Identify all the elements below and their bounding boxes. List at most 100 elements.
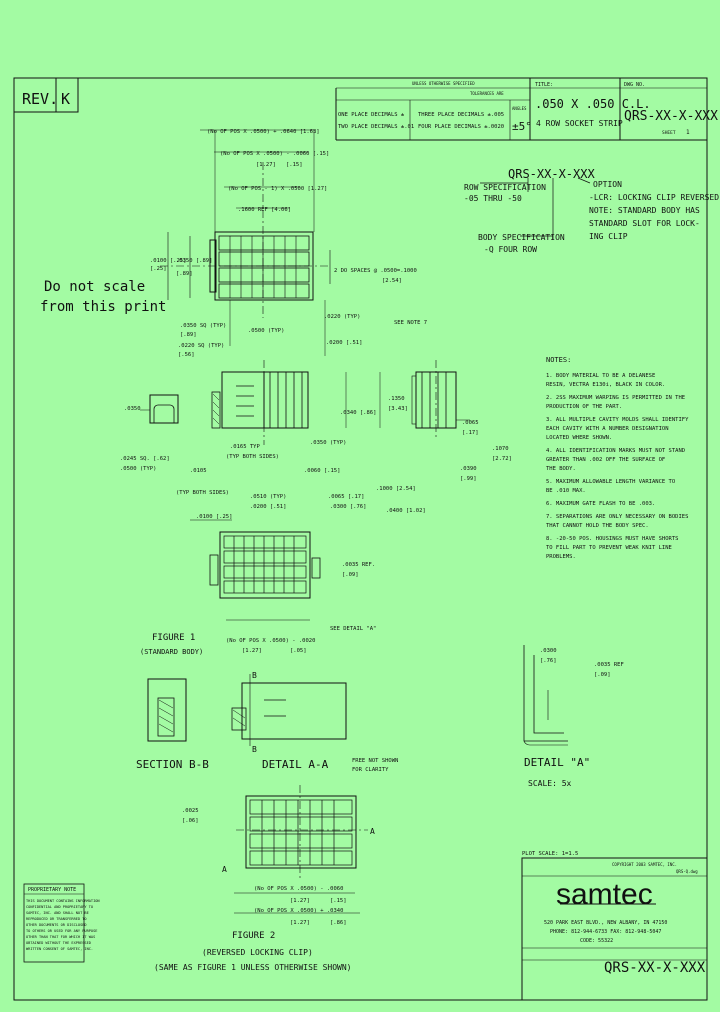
phone: PHONE: 812-944-6733 FAX: 812-948-5047 bbox=[550, 929, 661, 935]
note-line: 4. ALL IDENTIFICATION MARKS MUST NOT STA… bbox=[546, 448, 685, 454]
dim-27: .0390 bbox=[460, 466, 477, 472]
dim-37: .1000 [2.54] bbox=[376, 486, 416, 492]
dim-47: (No OF POS X .0500) - .0060 bbox=[254, 886, 343, 892]
tb-two-place: TWO PLACE DECIMALS ±.01 bbox=[338, 124, 414, 130]
fig1-title: FIGURE 1 bbox=[152, 633, 195, 643]
tb-sheet-no: 1 bbox=[686, 129, 690, 136]
dim-18: (TYP BOTH SIDES) bbox=[226, 454, 279, 460]
row-spec-title: ROW SPECIFICATION bbox=[464, 183, 546, 192]
dim-1: (No OF POS X .0500) + .0640 [1.63] bbox=[207, 129, 320, 135]
dim-31: .1350 bbox=[388, 396, 405, 402]
dim-21: .0060 [.15] bbox=[304, 468, 340, 474]
note-line: 8. -20-50 POS. HOUSINGS MUST HAVE SHORTS bbox=[546, 536, 678, 542]
prop-line: REPRODUCED OR TRANSFERRED TO bbox=[26, 917, 87, 921]
section-bb: SECTION B-B bbox=[136, 758, 209, 771]
clip-note-1: FREE NOT SHOWN bbox=[352, 758, 398, 764]
dim-4: .1600 REF [4.06] bbox=[238, 207, 291, 213]
letter-a-left: A bbox=[222, 865, 227, 874]
dim-2: (No OF POS X .0500) - .0060 [.15] bbox=[220, 151, 329, 157]
copyright: COPYRIGHT 2003 SAMTEC, INC. bbox=[612, 862, 677, 867]
dim-12: .0350 bbox=[124, 406, 141, 412]
detail-a-title: DETAIL "A" bbox=[524, 756, 590, 769]
dim-15: .0200 [.51] bbox=[250, 504, 286, 510]
dim-19: .0105 bbox=[190, 468, 207, 474]
detail-a-scale: SCALE: 5x bbox=[528, 779, 572, 788]
dim-40: .0035 REF. bbox=[342, 562, 375, 568]
prop-line: OTHER DOCUMENTS OR DISCLOSED bbox=[26, 923, 87, 927]
note-line: PROBLEMS. bbox=[546, 554, 576, 560]
dim-53: [.76] bbox=[540, 658, 557, 664]
dim-39: .0100 [.25] bbox=[196, 514, 232, 520]
note-line: TO FILL PART TO PREVENT WEAK KNIT LINE bbox=[546, 545, 672, 551]
option-line-2: NOTE: STANDARD BODY HAS bbox=[589, 206, 700, 215]
body-spec-value: -Q FOUR ROW bbox=[484, 245, 537, 254]
tb-title-label: TITLE: bbox=[535, 82, 553, 88]
prop-header: PROPRIETARY NOTE bbox=[28, 887, 76, 893]
tb-angles-label: ANGLES bbox=[512, 106, 527, 111]
note-line: THE BODY. bbox=[546, 466, 576, 472]
note-line: PRODUCTION OF THE PART. bbox=[546, 404, 622, 410]
row-spec-value: -05 THRU -50 bbox=[464, 194, 522, 203]
dim-6: .0350 [.89] bbox=[176, 258, 212, 264]
note-line: 1. BODY MATERIAL TO BE A DELANESE bbox=[546, 373, 655, 379]
dim-23: .0510 (TYP) bbox=[250, 494, 286, 500]
part-code: QRS-XX-X-XXX bbox=[508, 167, 595, 181]
note-line: 2. 2SS MAXIMUM WARPING IS PERMITTED IN T… bbox=[546, 395, 685, 401]
dim-44: [.05] bbox=[290, 648, 307, 654]
dim-29: .1070 bbox=[492, 446, 509, 452]
dim-36: .0300 [.76] bbox=[330, 504, 366, 510]
dim-49: [1.27] bbox=[290, 898, 310, 904]
dim-5: .0100 [.25] bbox=[150, 258, 186, 264]
samtec-logo: samtec bbox=[556, 878, 653, 911]
dim-10: 2 DO SPACES @ .0500=.1000 bbox=[334, 268, 417, 274]
prop-line: OTHER THAN THAT FOR WHICH IT WAS bbox=[26, 935, 95, 939]
dim-10b: [2.54] bbox=[382, 278, 402, 284]
clip-note-2: FOR CLARITY bbox=[352, 767, 389, 773]
do-not-scale-1: Do not scale bbox=[44, 279, 145, 295]
dim-57: [.06] bbox=[182, 818, 199, 824]
dim-33: .0340 [.86] bbox=[340, 410, 376, 416]
dim-30: [2.72] bbox=[492, 456, 512, 462]
fig2-sub2: (SAME AS FIGURE 1 UNLESS OTHERWISE SHOWN… bbox=[154, 963, 351, 972]
fig1-sub: (STANDARD BODY) bbox=[140, 648, 203, 656]
cage-code: CODE: 55322 bbox=[580, 938, 613, 944]
dim-42: (No OF POS X .0500) - .0020 bbox=[226, 638, 315, 644]
dim-34: .0065 bbox=[462, 420, 479, 426]
tb-three-place: THREE PLACE DECIMALS ±.005 bbox=[418, 112, 504, 118]
note-line: 6. MAXIMUM GATE FLASH TO BE .003. bbox=[546, 501, 655, 507]
tb-one-place: ONE PLACE DECIMALS ± bbox=[338, 112, 405, 118]
letter-b-bot: B bbox=[252, 745, 257, 754]
dim-20: (TYP BOTH SIDES) bbox=[176, 490, 229, 496]
prop-line: THIS DOCUMENT CONTAINS INFORMATION bbox=[26, 899, 100, 903]
dim-9b: [.56] bbox=[178, 352, 195, 358]
dim-11: .0500 (TYP) bbox=[248, 328, 284, 334]
dim-5b: [.25] bbox=[150, 266, 167, 272]
dim-3: (No OF POS - 1) X .0500 [1.27] bbox=[228, 186, 327, 192]
note-line: EACH CAVITY WITH A NUMBER DESIGNATION bbox=[546, 426, 669, 432]
option-title: OPTION bbox=[593, 180, 622, 189]
prop-line: CONFIDENTIAL AND PROPRIETARY TO bbox=[26, 905, 93, 909]
dim-25: .0350 (TYP) bbox=[310, 440, 346, 446]
fig2-title: FIGURE 2 bbox=[232, 931, 275, 941]
dim-2b: [.15] bbox=[286, 162, 303, 168]
dim-32: [3.43] bbox=[388, 406, 408, 412]
note-line: LOCATED WHERE SHOWN. bbox=[546, 435, 612, 441]
sheet-border bbox=[13, 77, 708, 1001]
dim-35: [.17] bbox=[462, 430, 479, 436]
rev-value: K bbox=[61, 90, 70, 108]
dim-38: .0400 [1.02] bbox=[386, 508, 426, 514]
dim-50: [.15] bbox=[330, 898, 347, 904]
body-spec-title: BODY SPECIFICATION bbox=[478, 233, 565, 242]
dim-8: .0350 SQ (TYP) bbox=[180, 323, 226, 329]
tb-angles-value: ±5° bbox=[512, 120, 532, 133]
option-line-3: STANDARD SLOT FOR LOCK- bbox=[589, 219, 700, 228]
tb-unless: UNLESS OTHERWISE SPECIFIED bbox=[412, 81, 475, 86]
dim-51: [.86] bbox=[330, 920, 347, 926]
dim-48: (No OF POS X .0500) + .0340 bbox=[254, 908, 343, 914]
dim-46: SEE NOTE 7 bbox=[394, 320, 427, 326]
dim-24: .0200 [.51] bbox=[326, 340, 362, 346]
tb-title-2: 4 ROW SOCKET STRIP bbox=[536, 119, 623, 128]
dim-13: .0245 SQ. [.62] bbox=[120, 456, 170, 462]
tb-dwg-label: DWG NO. bbox=[624, 82, 645, 88]
